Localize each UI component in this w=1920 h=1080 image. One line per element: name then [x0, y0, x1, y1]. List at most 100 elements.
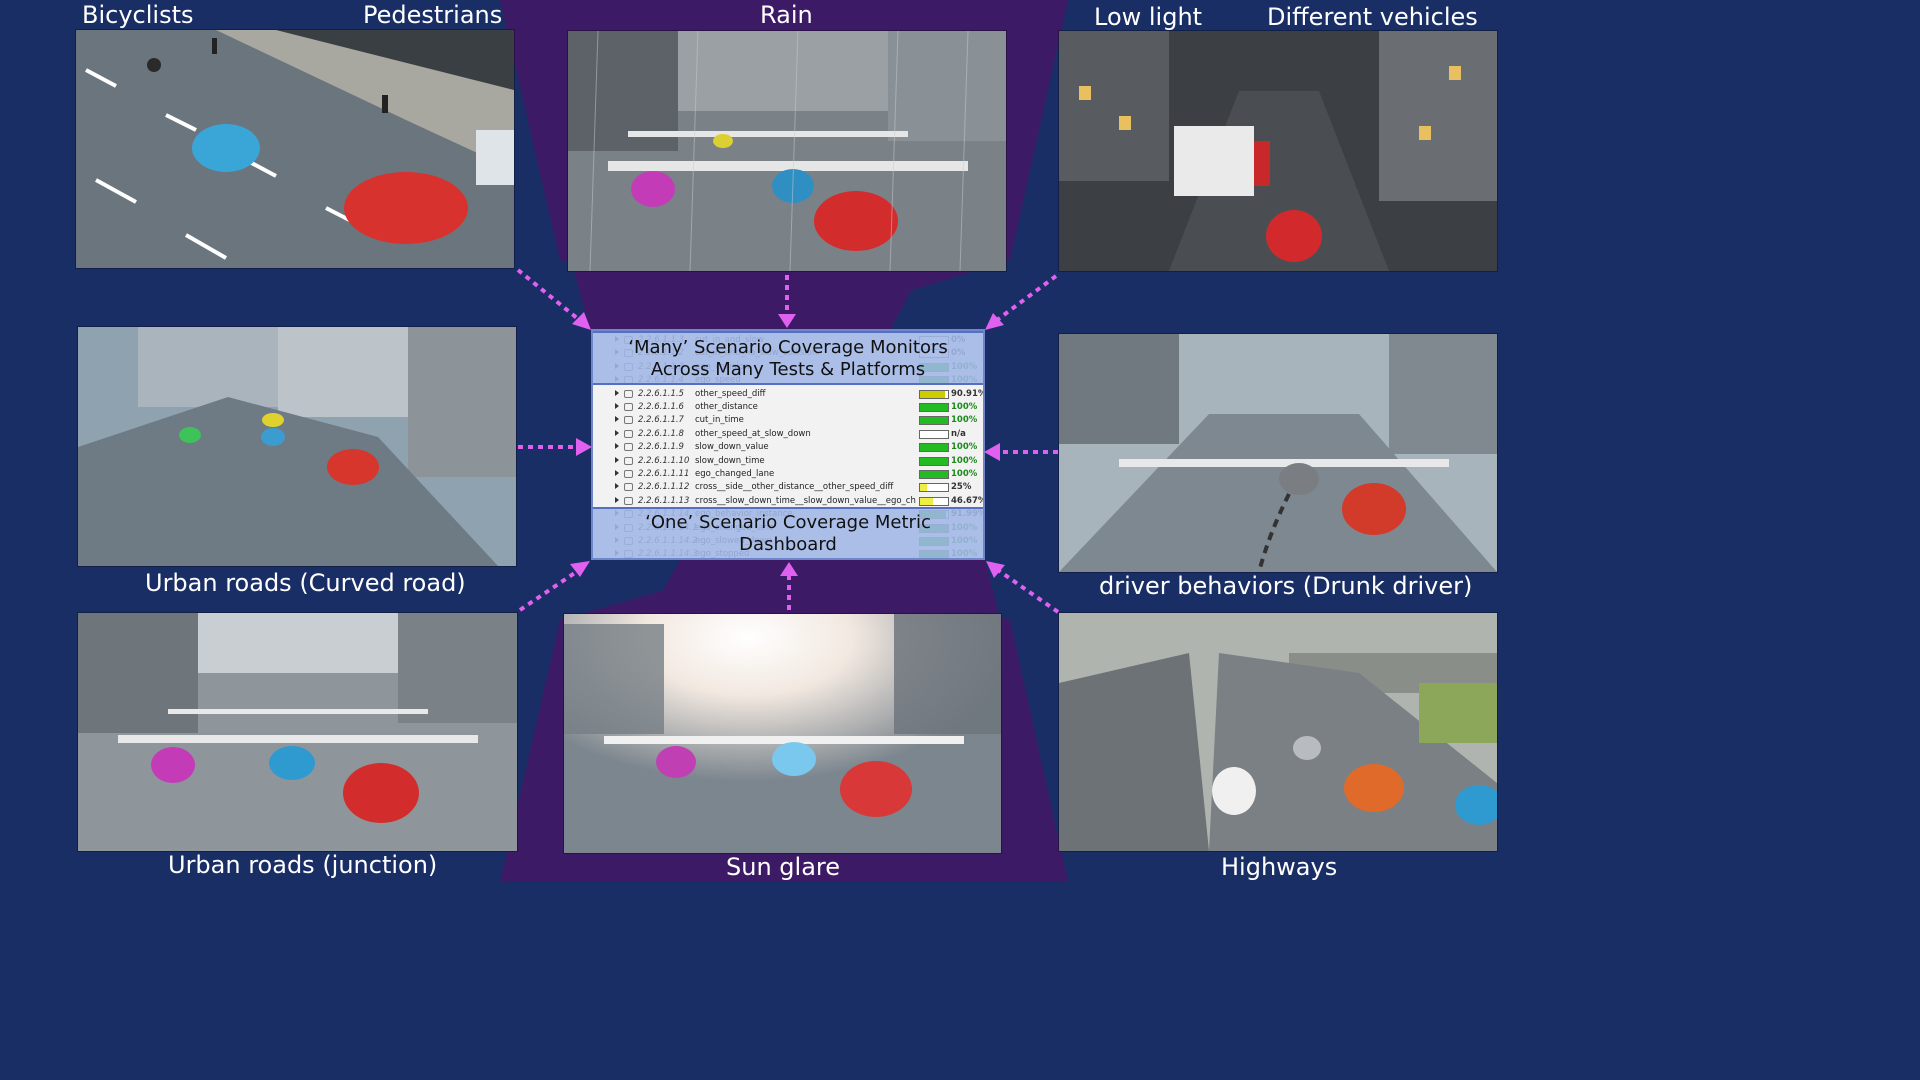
cover-group-icon: [624, 403, 633, 411]
coverage-row-name: other_distance: [695, 402, 758, 412]
coverage-percent: 90.91%: [951, 388, 985, 399]
lit-window: [1119, 116, 1131, 130]
one-metric-title-line1: ‘One’ Scenario Coverage Metric: [645, 512, 931, 533]
green-wall: [1419, 683, 1497, 743]
coverage-percent: 100%: [951, 442, 978, 453]
coverage-percent: n/a: [951, 428, 966, 439]
rain-streak: [889, 31, 899, 271]
coverage-bar-fill: [920, 471, 948, 478]
coverage-bar-fill: [920, 390, 946, 398]
coverage-row-name: cross__side__other_distance__other_speed…: [695, 482, 894, 493]
panel-low-light-vehicles: [1059, 31, 1497, 271]
arrowhead-bottom: [780, 562, 798, 576]
crosswalk: [168, 709, 428, 714]
arrowhead-bottom-right: [986, 561, 1005, 578]
coverage-row-name: cut_in_time: [695, 415, 744, 426]
blue-car: [772, 742, 816, 776]
silver-car: [1293, 736, 1321, 760]
cover-group-icon: [624, 470, 633, 478]
lane-mark: [165, 113, 197, 132]
coverage-row[interactable]: 2.2.6.1.1.12 cross__side__other_distance_…: [593, 481, 983, 494]
building-right: [398, 613, 517, 723]
building-right: [1379, 31, 1497, 201]
label-urban-curved: Urban roads (Curved road): [145, 569, 466, 597]
coverage-bar: [919, 403, 949, 412]
truck-cab: [1254, 141, 1270, 186]
one-metric-band: ‘One’ Scenario Coverage Metric Dashboard: [593, 507, 983, 558]
coverage-row-id: 2.2.6.1.1.10: [638, 455, 690, 466]
cover-group-icon: [624, 429, 633, 438]
coverage-row-id: 2.2.6.1.1.11: [638, 469, 690, 479]
expand-triangle-icon[interactable]: [615, 496, 619, 503]
blue-car: [269, 746, 315, 780]
building-left: [78, 613, 198, 733]
arrowhead-top-left: [572, 312, 591, 330]
building: [1059, 334, 1179, 444]
coverage-row-id: 2.2.6.1.1.5: [638, 388, 684, 399]
cover-group-icon: [624, 456, 633, 465]
coverage-bar-fill: [920, 497, 934, 505]
panel-urban-curved: [78, 327, 516, 566]
magenta-car: [631, 171, 675, 207]
expand-triangle-icon[interactable]: [615, 429, 619, 436]
coverage-percent: 100%: [951, 415, 978, 426]
expand-triangle-icon[interactable]: [615, 456, 619, 463]
cover-group-icon: [624, 496, 633, 505]
coverage-bar: [919, 456, 949, 466]
expand-triangle-icon[interactable]: [615, 416, 619, 423]
coverage-row-name: slow_down_value: [695, 442, 769, 453]
coverage-row[interactable]: 2.2.6.1.1.11 ego_changed_lane 100%: [593, 468, 983, 481]
pedestrian: [212, 38, 217, 54]
coverage-row-id: 2.2.6.1.1.13: [638, 495, 690, 506]
building-roof: [276, 30, 514, 90]
expand-triangle-icon[interactable]: [615, 443, 619, 450]
blue-car: [1455, 785, 1497, 825]
coverage-dashboard: 2.2.6.1.1.3cut_in_and_slow0%2.2.6.1.1.2c…: [591, 329, 985, 560]
coverage-row-id: 2.2.6.1.1.9: [638, 442, 684, 453]
highway-left: [1059, 653, 1209, 851]
lit-window: [1419, 126, 1431, 140]
expand-triangle-icon[interactable]: [615, 483, 619, 490]
building: [1389, 334, 1497, 454]
arrow-bottom-left-line: [518, 566, 584, 612]
arrowhead-right: [984, 443, 1000, 461]
arrowhead-left: [576, 438, 592, 456]
coverage-row[interactable]: 2.2.6.1.1.9 slow_down_value 100%: [593, 441, 983, 454]
panel-highways: [1059, 613, 1497, 851]
coverage-row-id: 2.2.6.1.1.7: [638, 415, 684, 426]
coverage-row[interactable]: 2.2.6.1.1.7 cut_in_time 100%: [593, 414, 983, 427]
label-driver-behaviors: driver behaviors (Drunk driver): [1099, 572, 1473, 600]
coverage-bar: [919, 496, 949, 506]
many-monitors-band: ‘Many’ Scenario Coverage Monitors Across…: [593, 331, 983, 385]
panel-rain: [568, 31, 1006, 271]
coverage-row-id: 2.2.6.1.1.12: [638, 482, 690, 493]
magenta-car: [656, 746, 696, 778]
coverage-bar: [919, 416, 949, 426]
coverage-bar: [919, 483, 949, 493]
arrow-top-left-line: [516, 268, 585, 325]
coverage-row-name: ego_changed_lane: [695, 469, 775, 479]
coverage-bar-fill: [920, 404, 948, 411]
label-urban-junction: Urban roads (junction): [168, 851, 438, 879]
coverage-bar: [919, 443, 949, 453]
red-car: [344, 172, 468, 244]
building: [408, 327, 516, 477]
expand-triangle-icon[interactable]: [615, 403, 619, 409]
arrowhead-top-right: [985, 313, 1004, 330]
many-monitors-title-line2: Across Many Tests & Platforms: [650, 359, 926, 380]
coverage-row-id: 2.2.6.1.1.8: [638, 428, 684, 439]
lane-mark: [185, 233, 227, 260]
coverage-percent: 100%: [951, 469, 978, 479]
many-monitors-title-line1: ‘Many’ Scenario Coverage Monitors: [628, 337, 948, 358]
red-car: [1266, 210, 1322, 262]
green-car: [179, 427, 201, 443]
expand-triangle-icon[interactable]: [615, 389, 619, 396]
expand-triangle-icon[interactable]: [615, 470, 619, 476]
rain-streak: [789, 31, 799, 271]
lane-mark: [85, 68, 117, 88]
